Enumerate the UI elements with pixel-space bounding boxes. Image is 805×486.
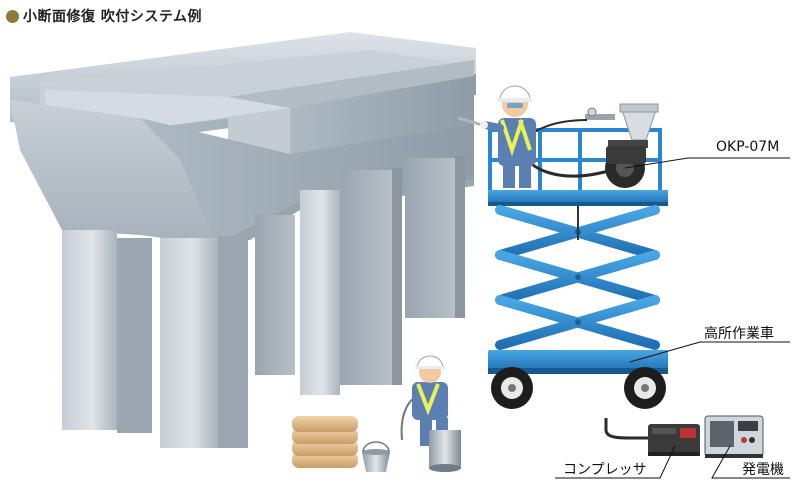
bridge-structure xyxy=(10,32,476,448)
label-compressor: コンプレッサ xyxy=(563,462,647,478)
label-pump: OKP-07M xyxy=(716,139,780,155)
spray-pump-machine xyxy=(585,103,659,188)
lift-wheels xyxy=(491,367,666,409)
compressor-machine xyxy=(604,418,700,456)
bucket xyxy=(362,441,390,472)
leader-lines xyxy=(555,157,790,479)
label-aerial-work-platform: 高所作業車 xyxy=(704,326,774,342)
title-text: 小断面修復 吹付システム例 xyxy=(23,9,202,25)
generator-machine xyxy=(704,415,764,458)
worker-spraying xyxy=(457,85,536,188)
label-generator: 発電機 xyxy=(742,462,784,478)
diagram-title: 小断面修復 吹付システム例 xyxy=(6,6,202,26)
material-bags xyxy=(292,416,358,468)
worker-mixing xyxy=(400,355,461,472)
aerial-work-platform xyxy=(488,128,668,409)
title-bullet-icon xyxy=(6,9,19,23)
